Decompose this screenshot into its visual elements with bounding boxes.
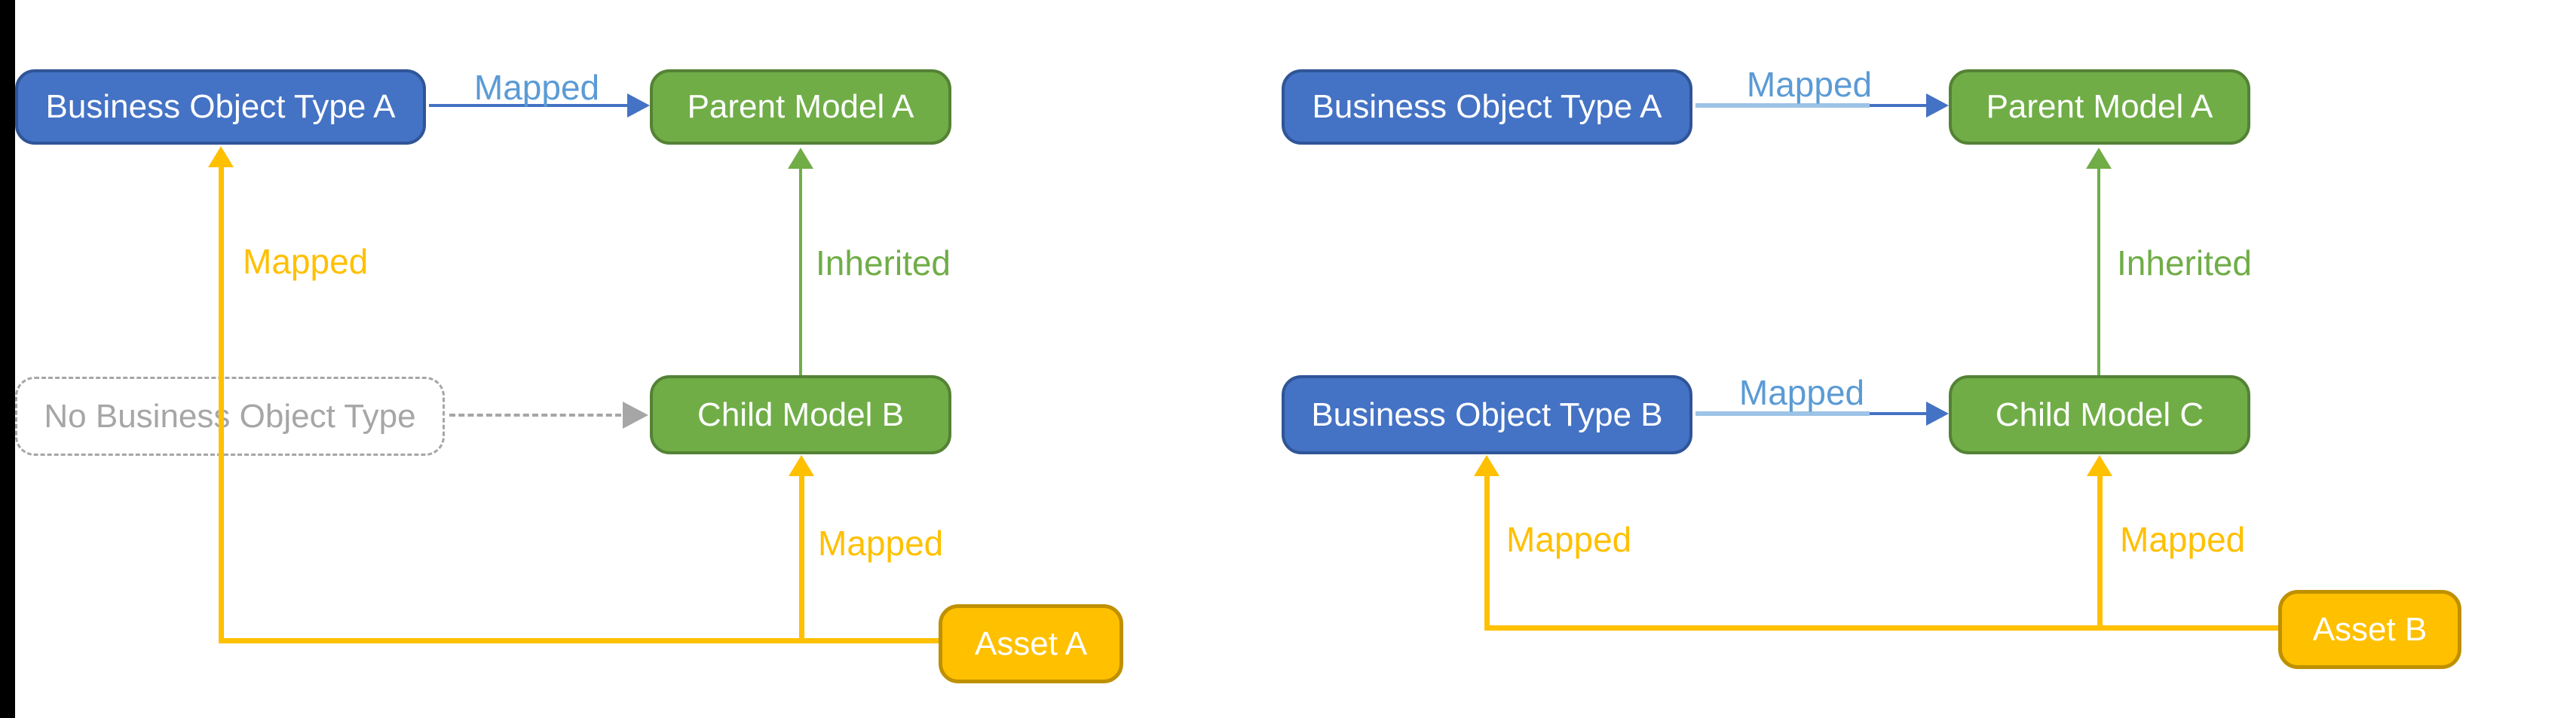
node-parent-model-a: Parent Model A [650, 69, 951, 145]
left-black-strip [0, 0, 15, 718]
arrowhead-right-icon [1926, 402, 1949, 426]
edge-line-asset-to-childc [2097, 472, 2103, 631]
edge-line-inherited [799, 167, 802, 375]
edge-label-mapped-yellow: Mapped [2120, 520, 2246, 559]
edge-line-asset-horizontal [219, 638, 939, 643]
node-no-business-object-type: No Business Object Type [15, 377, 445, 456]
edge-label-mapped-yellow: Mapped [1506, 520, 1632, 559]
edge-label-mapped-yellow: Mapped [243, 242, 369, 281]
arrowhead-up-yellow-icon [2087, 455, 2112, 476]
node-child-model-c: Child Model C [1949, 375, 2250, 454]
edge-line-asset-horizontal [1484, 625, 2278, 631]
edge-line-mapped-light [1695, 411, 1870, 416]
node-asset-b: Asset B [2278, 590, 2461, 669]
arrowhead-up-yellow-icon [789, 455, 814, 476]
edge-line-mapped [1870, 412, 1928, 415]
edge-label-mapped: Mapped [473, 68, 600, 107]
arrowhead-right-icon [627, 93, 650, 118]
node-parent-model-a: Parent Model A [1949, 69, 2250, 145]
edge-line-mapped-bota-parenta [429, 104, 633, 107]
edge-line-dashed [449, 414, 621, 417]
edge-label-inherited: Inherited [2117, 243, 2253, 283]
node-business-object-type-b: Business Object Type B [1282, 375, 1692, 454]
edge-line-mapped-light [1695, 103, 1870, 108]
arrowhead-up-icon [2086, 148, 2112, 169]
edge-line-asset-to-bota [219, 163, 224, 643]
edge-label-inherited: Inherited [816, 243, 951, 283]
edge-label-mapped: Mapped [1738, 373, 1865, 412]
edge-line-asset-to-botb [1484, 472, 1490, 631]
arrowhead-up-yellow-icon [1474, 455, 1499, 476]
node-business-object-type-a: Business Object Type A [1282, 69, 1692, 145]
arrowhead-up-yellow-icon [208, 146, 234, 167]
edge-label-mapped-yellow: Mapped [818, 524, 944, 563]
node-child-model-b: Child Model B [650, 375, 951, 454]
edge-line-mapped [1870, 104, 1928, 107]
arrowhead-right-gray-icon [623, 402, 648, 429]
arrowhead-right-icon [1926, 93, 1949, 118]
edge-label-mapped: Mapped [1746, 65, 1873, 104]
node-business-object-type-a: Business Object Type A [15, 69, 426, 145]
edge-line-asset-to-childb [799, 472, 804, 643]
edge-line-inherited [2097, 167, 2100, 375]
arrowhead-up-icon [788, 148, 813, 169]
node-asset-a: Asset A [939, 604, 1123, 683]
